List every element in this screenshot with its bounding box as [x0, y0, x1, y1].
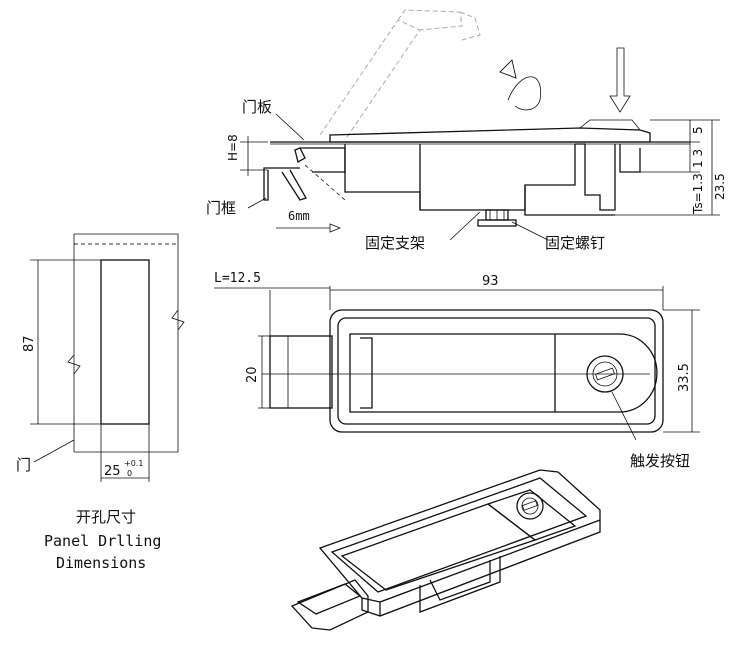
dim-235-label: 23.5: [713, 173, 727, 200]
top-view: L=12.5 93 20 33.5 触发按钮: [214, 271, 700, 470]
h-dim-label: H=8: [226, 134, 240, 161]
cutout-title-cn: 开孔尺寸: [76, 508, 136, 526]
cutout-tol-upper: +0.1: [124, 459, 143, 468]
ts-label: Ts=1.3: [691, 173, 705, 215]
cutout-title-en-1: Panel Drlling: [44, 532, 161, 550]
l-dim-label: L=12.5: [214, 271, 261, 286]
door-panel-label: 门板: [242, 98, 272, 116]
cutout-height-label: 87: [22, 335, 37, 352]
screw-label: 固定螺钉: [545, 234, 605, 252]
fixing-screw: [477, 209, 517, 227]
width-93-label: 93: [482, 274, 499, 289]
gap-arrow-icon: [276, 223, 342, 233]
cutout-tol-lower: 0: [127, 469, 132, 478]
height-335-label: 33.5: [677, 363, 692, 392]
gap-dim-label: 6mm: [288, 209, 310, 223]
open-handle-ghost: [319, 9, 481, 141]
dim-13-label: 1 3: [691, 149, 705, 168]
trigger-button-label: 触发按钮: [630, 452, 690, 470]
cutout-rect: [100, 259, 150, 425]
cutout-width-label: 25: [104, 464, 121, 479]
dim-5-label: 5: [691, 126, 705, 134]
top-outer-frame: [329, 309, 664, 433]
press-arrow-icon: [609, 47, 631, 113]
side-view: H=8 门板 门框 6mm 固定支架 固定螺钉 5 1 3 23.5 Ts=1.…: [206, 9, 727, 252]
bracket-label: 固定支架: [365, 234, 425, 252]
height-20-label: 20: [245, 366, 260, 383]
isometric-view: [290, 469, 601, 631]
door-frame-label: 门框: [206, 199, 236, 217]
cutout-view: 87 25 +0.1 0 门 开孔尺寸 Panel Drlling Dimens…: [16, 233, 185, 572]
rotation-arrow-icon: [499, 59, 542, 111]
door-label: 门: [16, 456, 31, 474]
cutout-title-en-2: Dimensions: [56, 554, 146, 572]
